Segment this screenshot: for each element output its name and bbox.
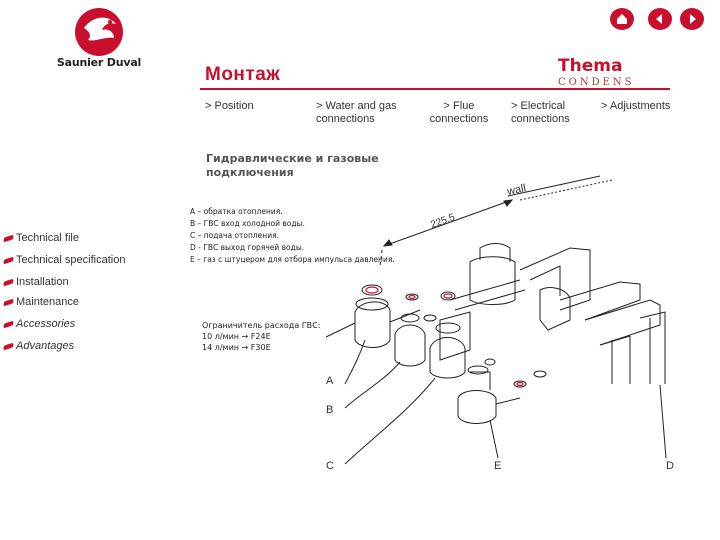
- valve-c: [429, 337, 466, 379]
- tab-electrical-connections[interactable]: > Electrical connections: [511, 100, 570, 125]
- thema-condens-logo: Thema CONDENS: [558, 58, 648, 89]
- label-e: E: [494, 460, 502, 472]
- menu-item-technical-specification[interactable]: Technical specification: [3, 254, 126, 266]
- flow-note-line: 10 л/мин → F24E: [202, 332, 271, 341]
- label-d: D: [666, 460, 674, 472]
- menu-item-label: Technical specification: [16, 254, 126, 266]
- fitting-body: [469, 256, 516, 305]
- tab-adjustments[interactable]: > Adjustments: [601, 100, 671, 112]
- tab-water-gas-connections[interactable]: > Water and gas connections: [316, 100, 397, 125]
- product-name-thema: Thema: [558, 56, 623, 76]
- menu-item-label: Accessories: [16, 318, 76, 330]
- leader-c: [344, 377, 436, 465]
- saunier-duval-logo: Saunier Duval: [44, 6, 154, 72]
- valve-a: [354, 301, 391, 348]
- product-name-condens: CONDENS: [558, 77, 635, 88]
- menu-item-installation[interactable]: Installation: [3, 276, 69, 288]
- menu-item-advantages[interactable]: Advantages: [3, 340, 75, 352]
- tab-flue-connections[interactable]: > Flue connections: [429, 100, 489, 125]
- back-arrow-icon[interactable]: [648, 8, 672, 30]
- home-icon[interactable]: [610, 8, 634, 30]
- connection-legend: A – обратка отопления. B – ГВС вход холо…: [190, 206, 400, 266]
- dimension-label: 225,5: [429, 212, 457, 231]
- leader-d: [659, 384, 667, 459]
- dimension-arrow-end: [503, 199, 514, 207]
- pipe-upper: [519, 247, 591, 311]
- forward-arrow-icon[interactable]: [680, 8, 704, 30]
- menu-item-technical-file[interactable]: Technical file: [3, 232, 79, 244]
- pipe-right-1: [559, 281, 641, 321]
- accent-ring: [365, 286, 379, 294]
- section-heading: Гидравлические и газовые подключения: [206, 152, 379, 179]
- wall-label: wall: [505, 182, 527, 198]
- tab-position[interactable]: > Position: [205, 100, 254, 112]
- menu-item-label: Advantages: [16, 340, 75, 352]
- wall-line: [507, 175, 601, 197]
- title-divider: [200, 88, 670, 90]
- menu-item-label: Installation: [16, 276, 69, 288]
- leader-a: [344, 339, 366, 385]
- dimension-arrow-start: [382, 239, 393, 247]
- legend-line: B – ГВС вход холодной воды.: [190, 219, 305, 228]
- menu-item-accessories[interactable]: Accessories: [3, 318, 76, 330]
- label-a: A: [326, 375, 334, 387]
- menu-item-label: Technical file: [16, 232, 79, 244]
- dimension-line: [383, 199, 513, 247]
- flow-limiter-note: Ограничитель расхода ГВС: 10 л/мин → F24…: [202, 320, 362, 353]
- menu-item-label: Maintenance: [16, 296, 79, 308]
- dove-logo-icon: [75, 8, 123, 56]
- leader-flow-note: [325, 322, 356, 338]
- label-b: B: [326, 404, 334, 416]
- flow-note-title: Ограничитель расхода ГВС:: [202, 321, 321, 330]
- leader-b: [344, 361, 401, 409]
- legend-line: E – газ с штуцером для отбора импульса д…: [190, 255, 395, 264]
- legend-line: D - ГВС выход горячей воды.: [190, 243, 305, 252]
- legend-line: C – подача отопления.: [190, 231, 279, 240]
- pipe-mid: [449, 279, 521, 301]
- brand-name: Saunier Duval: [56, 56, 142, 69]
- pipe-d: [639, 311, 666, 384]
- valve-b: [394, 324, 426, 367]
- pipe-right-2: [584, 299, 661, 346]
- label-c: C: [326, 460, 334, 472]
- legend-line: A – обратка отопления.: [190, 207, 283, 216]
- leader-e: [489, 419, 499, 459]
- flow-note-line: 14 л/мин → F30E: [202, 343, 271, 352]
- gas-valve-e: [457, 390, 497, 424]
- page-title: Монтаж: [205, 64, 281, 85]
- menu-item-maintenance[interactable]: Maintenance: [3, 296, 79, 308]
